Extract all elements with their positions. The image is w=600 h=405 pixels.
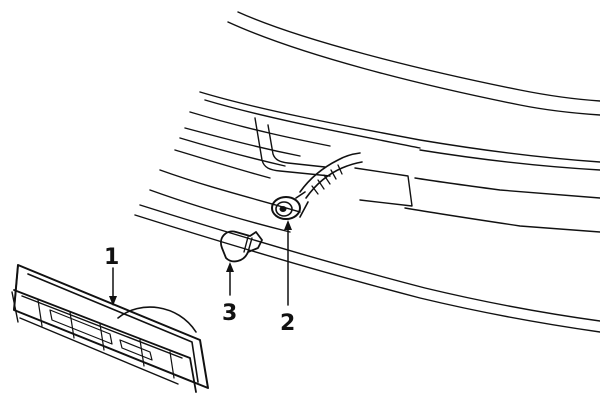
callout-2: 2 xyxy=(280,311,295,336)
vehicle-body-lines xyxy=(134,11,600,333)
socket-icon xyxy=(271,191,309,220)
arrowhead-2 xyxy=(284,220,292,230)
callout-1: 1 xyxy=(104,245,119,270)
leader-lines xyxy=(112,225,289,306)
arrowhead-3 xyxy=(226,262,234,272)
grille-recess xyxy=(254,117,600,233)
callout-3: 3 xyxy=(222,301,237,326)
harness-ribs xyxy=(311,164,343,195)
bulb-icon xyxy=(220,230,263,263)
arrowheads xyxy=(109,220,292,306)
socket-harness-assembly xyxy=(271,152,363,220)
arrowhead-1 xyxy=(109,296,117,306)
marker-lamp xyxy=(11,264,209,393)
wire-harness xyxy=(299,152,361,193)
